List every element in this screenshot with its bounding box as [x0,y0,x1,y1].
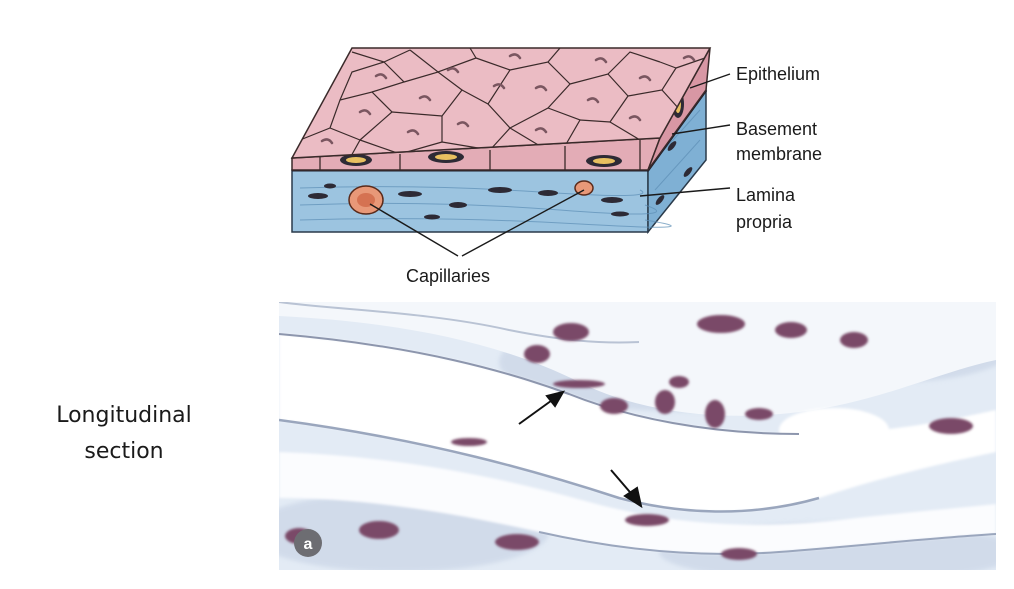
panel-letter: a [304,536,313,553]
lamina-propria-front [292,170,648,232]
label-epithelium: Epithelium [736,64,820,84]
epithelium-diagram: Epithelium Basement membrane Lamina prop… [0,0,1014,300]
label-lamina: Lamina [736,185,796,205]
micrograph: a [279,302,996,570]
label-capillaries: Capillaries [406,266,490,286]
label-membrane: membrane [736,144,822,164]
label-basement: Basement [736,119,817,139]
longitudinal-section-label: Longitudinal section [24,398,224,470]
capillary-left [349,186,383,214]
side-label-line2: section [24,434,224,470]
side-label-line1: Longitudinal [24,398,224,434]
label-propria: propria [736,212,793,232]
